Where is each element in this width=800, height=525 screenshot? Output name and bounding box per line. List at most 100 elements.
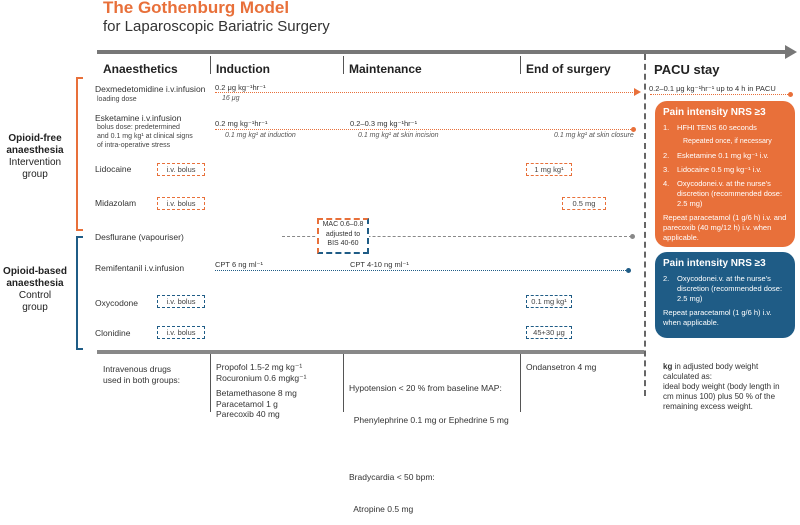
separator-induction (210, 56, 211, 74)
bottom-sep-2 (343, 354, 344, 412)
clonidine-end-box: 45+30 μg (526, 326, 572, 339)
separator-maintenance (343, 56, 344, 74)
bottom-maintenance-3: Bradycardia < 50 bpm: (349, 472, 435, 482)
column-header-pacu: PACU stay (654, 62, 720, 77)
bottom-induction-0: Propofol 1.5-2 mg kg⁻¹ (216, 362, 303, 372)
remifentanil-maintenance: CPT 4-10 ng ml⁻¹ (350, 260, 409, 269)
bottom-induction-1: Rocuronium 0.6 mgkg⁻¹ (216, 372, 307, 383)
drug-midazolam: Midazolam (95, 198, 137, 208)
pacu-based-item-n: 2. (663, 274, 670, 283)
esketamine-maintenance-sub: 0.1 mg kg¹ at skin incision (358, 132, 439, 139)
bottom-maintenance-1: Phenylephrine 0.1 mg or Ephedrine 5 mg (349, 414, 509, 425)
pacu-free-item-1b: Repeated once, if necessary (663, 137, 787, 147)
esketamine-sub2: and 0.1 mg kg¹ at clinical signs (97, 133, 193, 140)
group-based-line1: Opioid-based (3, 266, 67, 277)
weight-note-3: cm minus 100) plus 50 % of the (663, 392, 776, 401)
mac-line2: adjusted to (325, 230, 361, 238)
drug-oxycodone: Oxycodone (95, 298, 138, 308)
remifentanil-induction: CPT 6 ng ml⁻¹ (215, 260, 263, 269)
group-free-line1: Opioid-free (8, 133, 62, 144)
weight-note-4: remaining excess weight. (663, 402, 753, 411)
esketamine-sub1: bolus dose: predetermined (97, 124, 180, 131)
esketamine-induction-dose: 0.2 mg kg⁻¹hr⁻¹ (215, 119, 268, 128)
pacu-free-item-1b-n (663, 137, 683, 147)
esketamine-end-dot (631, 127, 636, 132)
pacu-based-item-text: Oxycodonei.v. at the nurse's discretion … (677, 274, 783, 303)
esketamine-induction-sub: 0.1 mg kg¹ at induction (225, 132, 296, 139)
drug-dexmedetomidine-sub: loading dose (97, 96, 137, 103)
pacu-box-opioid-based: Pain intensity NRS ≥3 2. Oxycodonei.v. at… (655, 252, 795, 338)
drug-remifentanil: Remifentanil i.v.infusion (95, 263, 185, 273)
bottom-induction-5: Parecoxib 40 mg (216, 409, 280, 419)
drug-lidocaine: Lidocaine (95, 164, 132, 174)
pacu-free-para: Repeat paracetamol (1 g/6 h) i.v. and pa… (663, 213, 787, 242)
clonidine-iv-bolus-box: i.v. bolus (157, 326, 205, 339)
lidocaine-iv-bolus-box: i.v. bolus (157, 163, 205, 176)
bottom-sep-1 (210, 354, 211, 412)
page-subtitle: for Laparoscopic Bariatric Surgery (103, 18, 330, 35)
dexmed-induction-dose: 0.2 μg kg⁻¹hr⁻¹ (215, 83, 266, 92)
column-header-anaesthetics: Anaesthetics (103, 62, 178, 76)
bottom-maintenance-2 (349, 446, 509, 451)
column-header-end-of-surgery: End of surgery (526, 62, 611, 76)
timeline-arrowhead (785, 45, 797, 59)
pacu-free-item-4-text: Oxycodonei.v. at the nurse's discretion … (677, 179, 783, 208)
both-groups-label-2: used in both groups: (103, 374, 181, 385)
bottom-maintenance-drugs: Hypotension < 20 % from baseline MAP: Ph… (349, 362, 509, 525)
bottom-maintenance-4: Atropine 0.5 mg (349, 503, 414, 514)
bracket-opioid-free (76, 77, 83, 231)
bottom-induction-3: Betamethasone 8 mg (216, 388, 297, 398)
dexmed-induction-sub: 16 μg (222, 95, 240, 102)
drug-desflurane: Desflurane (vapouriser) (95, 232, 184, 242)
page-title: The Gothenburg Model (103, 0, 290, 17)
dexmed-pacu-dose: 0.2–0.1 μg kg⁻¹hr⁻¹ up to 4 h in PACU (649, 84, 776, 93)
dexmed-end-dot (788, 92, 793, 97)
pacu-based-heading: Pain intensity NRS ≥3 (663, 258, 766, 269)
desflurane-end-dot (630, 234, 635, 239)
remifentanil-infusion-line (215, 270, 628, 271)
esketamine-maintenance-dose: 0.2–0.3 mg kg⁻¹hr⁻¹ (350, 119, 418, 128)
group-free-line4: group (22, 169, 48, 180)
column-header-maintenance: Maintenance (349, 62, 422, 76)
pacu-free-item-1-text: HFHI TENS 60 seconds (677, 123, 757, 132)
bottom-induction-drugs: Propofol 1.5-2 mg kg⁻¹ Rocuronium 0.6 mg… (216, 362, 306, 420)
mac-line1: MAC 0.6–0.8 (322, 221, 364, 228)
dexmed-arrowhead (634, 88, 641, 96)
oxycodone-iv-bolus-box: i.v. bolus (157, 295, 205, 308)
bottom-divider (97, 350, 644, 354)
group-label-opioid-based: Opioid-based anaesthesia Control group (0, 266, 70, 314)
pacu-free-item-2-n: 2. (663, 151, 670, 160)
weight-note-1: calculated as: (663, 372, 712, 381)
column-header-induction: Induction (216, 62, 270, 76)
both-groups-label-1: Intravenous drugs (103, 364, 172, 374)
drug-clonidine: Clonidine (95, 328, 131, 338)
group-based-line2: anaesthesia (6, 278, 64, 289)
drug-dexmedetomidine: Dexmedetomidine i.v.infusion (95, 84, 206, 94)
pacu-free-item-3-text: Lidocaine 0.5 mg kg⁻¹ i.v. (677, 165, 762, 174)
dexmed-pacu-line (650, 94, 790, 95)
weight-note-rest: in adjusted body weight (672, 362, 759, 371)
weight-note-bold: kg (663, 362, 673, 371)
pacu-based-para: Repeat paracetamol (1 g/6 h) i.v. when a… (663, 308, 772, 327)
dexmed-infusion-line (215, 92, 635, 93)
pacu-free-item-1: 1.HFHI TENS 60 seconds (663, 123, 787, 133)
pacu-free-item-3-n: 3. (663, 165, 670, 174)
bottom-induction-4: Paracetamol 1 g (216, 398, 278, 409)
mac-box: MAC 0.6–0.8 adjusted to BIS 40-60 (317, 218, 369, 254)
esketamine-end-sub: 0.1 mg kg¹ at skin closure (554, 132, 634, 139)
pacu-box-opioid-free: Pain intensity NRS ≥3 1.HFHI TENS 60 sec… (655, 101, 795, 247)
weight-note-2: ideal body weight (body length in (663, 382, 780, 391)
oxycodone-end-box: 0.1 mg kg¹ (526, 295, 572, 308)
group-based-line3: Control (18, 290, 52, 301)
pacu-free-item-1b-text: Repeated once, if necessary (683, 138, 772, 145)
bottom-maintenance-0: Hypotension < 20 % from baseline MAP: (349, 383, 502, 393)
group-free-line3: Intervention (8, 157, 62, 168)
bottom-end-drugs: Ondansetron 4 mg (526, 362, 597, 372)
group-based-line4: group (22, 302, 48, 313)
pacu-free-heading: Pain intensity NRS ≥3 (663, 107, 766, 118)
timeline-bar (97, 50, 785, 54)
separator-end (520, 56, 521, 74)
group-label-opioid-free: Opioid-free anaesthesia Intervention gro… (0, 133, 70, 181)
esketamine-infusion-line (215, 129, 633, 130)
bottom-sep-3 (520, 354, 521, 412)
